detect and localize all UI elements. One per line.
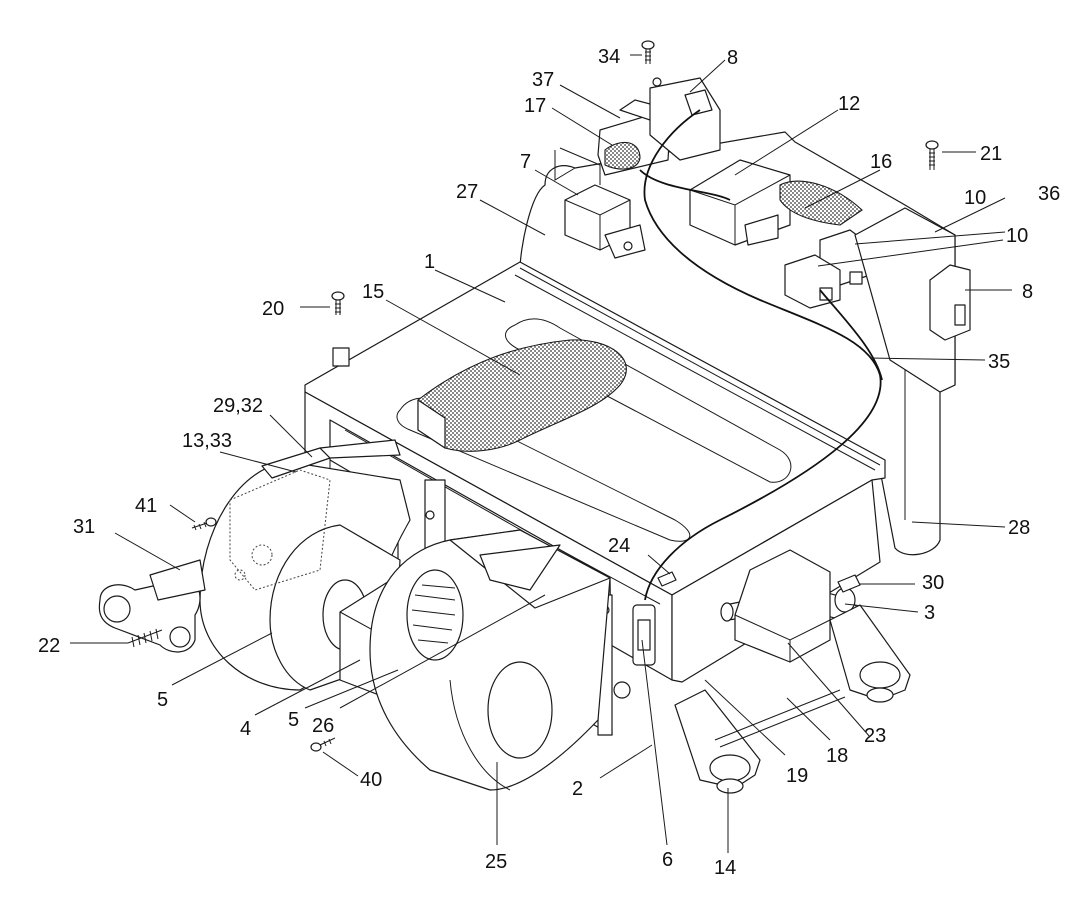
callout-10-lower: 10	[1006, 225, 1028, 247]
clamp-30	[837, 574, 861, 593]
callout-14: 14	[714, 857, 736, 879]
relay-8-right	[929, 264, 971, 341]
callout-40: 40	[360, 769, 382, 791]
callout-7: 7	[520, 151, 531, 173]
callout-24: 24	[608, 535, 630, 557]
callout-36: 36	[1038, 183, 1060, 205]
control-unit-23	[734, 549, 831, 663]
callout-18: 18	[826, 745, 848, 767]
callout-3: 3	[924, 602, 935, 624]
callout-27: 27	[456, 181, 478, 203]
callout-29-32: 29,32	[213, 395, 263, 417]
callout-15: 15	[362, 281, 384, 303]
module-12	[689, 159, 791, 246]
clip-24	[657, 571, 677, 587]
callout-8-right: 8	[1022, 281, 1033, 303]
callout-21: 21	[980, 143, 1002, 165]
wire-harness-35	[643, 109, 882, 601]
callout-10-upper: 10	[964, 187, 986, 209]
mounting-feet	[674, 604, 911, 794]
callout-34: 34	[598, 46, 620, 68]
screw-41	[191, 517, 217, 531]
callout-26: 26	[312, 715, 334, 737]
front-blower-25	[369, 529, 611, 791]
outlet-flange-31	[98, 559, 206, 653]
callout-2: 2	[572, 778, 583, 800]
callout-30: 30	[922, 572, 944, 594]
callout-13-33: 13,33	[182, 430, 232, 452]
callout-22: 22	[38, 635, 60, 657]
callout-labels: 34 8 37 17 12 7 27 16 21 10 36 10 8 1 20…	[38, 46, 1060, 879]
callout-41: 41	[135, 495, 157, 517]
screw-34	[641, 40, 655, 64]
callout-37: 37	[532, 69, 554, 91]
callout-12: 12	[838, 93, 860, 115]
screw-20	[331, 291, 345, 315]
callout-20: 20	[262, 298, 284, 320]
callout-1: 1	[424, 251, 435, 273]
callout-4: 4	[240, 718, 251, 740]
callout-23: 23	[864, 725, 886, 747]
callout-25: 25	[485, 851, 507, 873]
leader-lines	[70, 54, 1012, 853]
plate-36	[854, 207, 956, 393]
callout-31: 31	[73, 516, 95, 538]
callout-35: 35	[988, 351, 1010, 373]
boss-left	[332, 347, 350, 367]
callout-28: 28	[1008, 517, 1030, 539]
screw-40	[310, 737, 336, 752]
callout-5-center: 5	[288, 709, 299, 731]
callout-5-left: 5	[157, 689, 168, 711]
valve-7	[564, 184, 646, 259]
callout-6: 6	[662, 849, 673, 871]
mesh-filter-15	[417, 339, 627, 452]
relays-10	[784, 229, 871, 309]
callout-16: 16	[870, 151, 892, 173]
bolt-22	[127, 628, 163, 648]
callout-19: 19	[786, 765, 808, 787]
callout-17: 17	[524, 95, 546, 117]
mesh-filter-16	[779, 180, 863, 226]
callout-8-top: 8	[727, 47, 738, 69]
screw-21	[925, 140, 939, 170]
ghost-gasket-13-33	[229, 439, 401, 591]
